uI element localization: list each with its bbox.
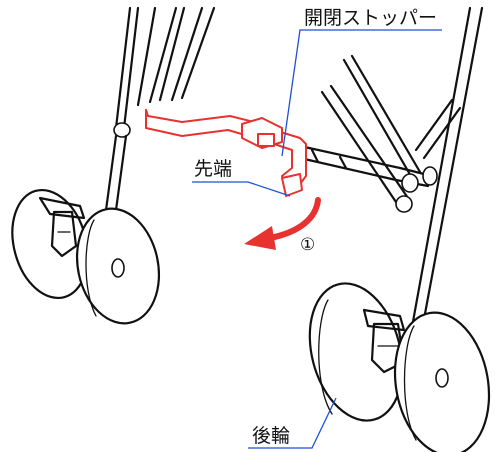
tip-label: 先端 bbox=[194, 158, 232, 180]
step-number-1: ① bbox=[300, 235, 315, 255]
tip-leader-line bbox=[192, 181, 291, 197]
stopper-label: 開閉ストッパー bbox=[304, 7, 437, 29]
rear-cross-bar bbox=[298, 144, 438, 193]
rear-wheel-callout: 後輪 bbox=[248, 397, 337, 449]
opening-stopper-part bbox=[145, 109, 307, 197]
stopper-callout: 開閉ストッパー bbox=[281, 7, 442, 157]
left-wheel-set bbox=[11, 188, 161, 325]
rear-wheel-label: 後輪 bbox=[252, 425, 290, 447]
right-wheel-set bbox=[308, 282, 491, 452]
stopper-leader-line bbox=[281, 29, 442, 157]
rotation-arrow bbox=[244, 197, 321, 250]
rear-wheel-leader-line bbox=[248, 397, 337, 449]
upper-frame-tubes bbox=[113, 6, 484, 364]
tip-callout: 先端 bbox=[192, 158, 291, 197]
